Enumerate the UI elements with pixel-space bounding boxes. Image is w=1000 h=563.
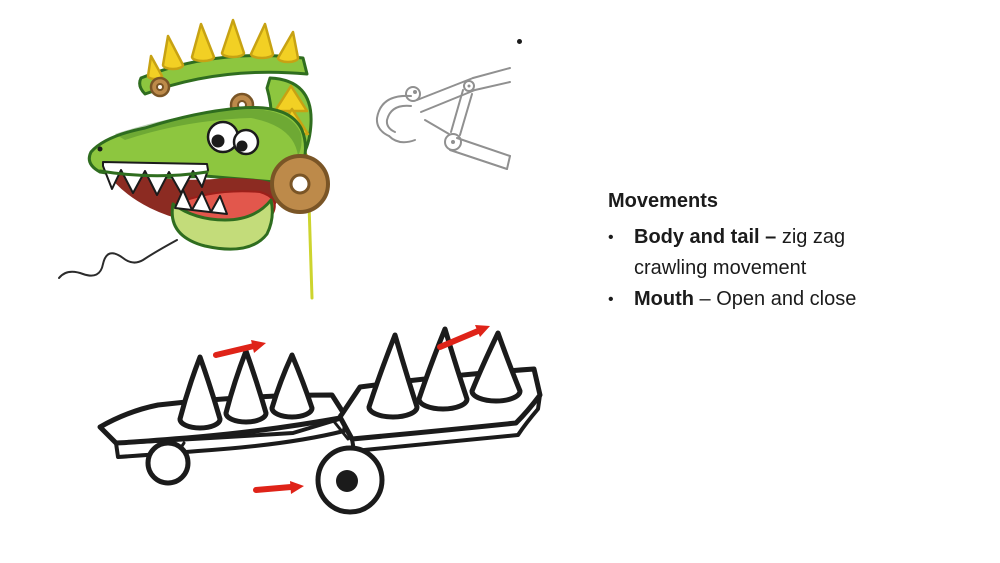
dragon-head-group: [58, 18, 330, 300]
dragon-nostril: [97, 146, 103, 152]
lime-stroke: [307, 202, 314, 300]
cart-sketch-group: [97, 325, 543, 515]
mechanism-sketch-lines: [375, 67, 511, 170]
right-deck-spikes: [366, 326, 523, 420]
dragon-lower-jaw: [170, 198, 274, 251]
bullet-rest: – Open and close: [693, 288, 857, 310]
big-cart-wheel: [315, 445, 385, 515]
bullet-glyph: •: [608, 291, 614, 308]
motion-arrow-bottom: [253, 481, 304, 494]
bullet-glyph: •: [608, 229, 614, 246]
bullet-item-body-and-tail: • Body and tail – zig zag crawling movem…: [608, 222, 938, 284]
left-deck-spikes: [177, 348, 315, 431]
bullet-item-mouth: • Mouth – Open and close: [608, 284, 938, 315]
motion-arrow-top-left: [213, 340, 266, 358]
bullet-rest: zig zag crawling movement: [634, 226, 846, 279]
movements-bullet-list: • Body and tail – zig zag crawling movem…: [608, 222, 938, 315]
dragon-lower-teeth: [174, 189, 228, 215]
bullet-bold-lead: Mouth: [634, 288, 694, 310]
big-wheel: [270, 154, 330, 214]
ink-dot: [517, 39, 522, 44]
left-small-wheel: [145, 440, 191, 486]
wire-tail: [58, 239, 178, 279]
cart-sketch-illustration: [97, 325, 543, 515]
bullet-text: Mouth – Open and close: [634, 284, 896, 315]
small-wheel-front: [149, 76, 171, 98]
dragon-head-shading: [115, 109, 302, 156]
movements-text-panel: Movements • Body and tail – zig zag craw…: [608, 190, 938, 315]
movements-heading: Movements: [608, 190, 719, 212]
bullet-text: Body and tail – zig zag crawling movemen…: [634, 222, 896, 284]
mechanism-sketch-illustration: [375, 67, 511, 170]
bullet-bold-lead: Body and tail –: [634, 226, 782, 248]
dragon-gum-line: [98, 169, 209, 178]
dragon-eyes: [206, 120, 260, 156]
dragon-head-illustration: [58, 18, 330, 300]
motion-arrow-top-right: [437, 325, 490, 350]
